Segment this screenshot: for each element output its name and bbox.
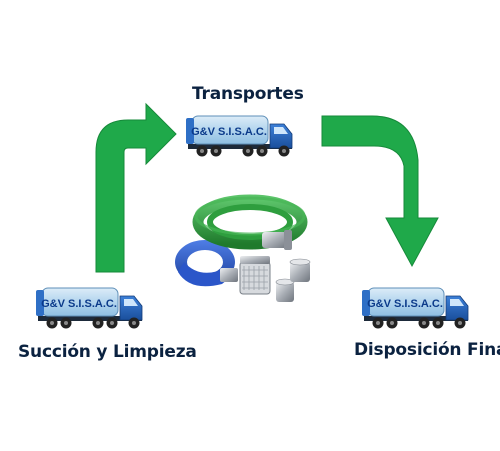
truck-text-disposal: G&V S.I.S.A.C. [367, 298, 443, 310]
vacuum-truck-icon: G&V S.I.S.A.C. [35, 287, 143, 329]
node-label-disposal: Disposición Final [354, 340, 500, 360]
truck-text-transport: G&V S.I.S.A.C. [191, 126, 267, 138]
truck-text-suction: G&V S.I.S.A.C. [41, 298, 117, 310]
arrow-up-right-icon [95, 102, 177, 273]
arrow-right-down-icon [321, 115, 439, 268]
node-label-suction: Succión y Limpieza [18, 342, 197, 362]
vacuum-truck-icon: G&V S.I.S.A.C. [361, 287, 469, 329]
hose-fittings-image [175, 194, 311, 302]
vacuum-truck-icon: G&V S.I.S.A.C. [185, 115, 293, 157]
node-label-transport: Transportes [192, 84, 304, 104]
